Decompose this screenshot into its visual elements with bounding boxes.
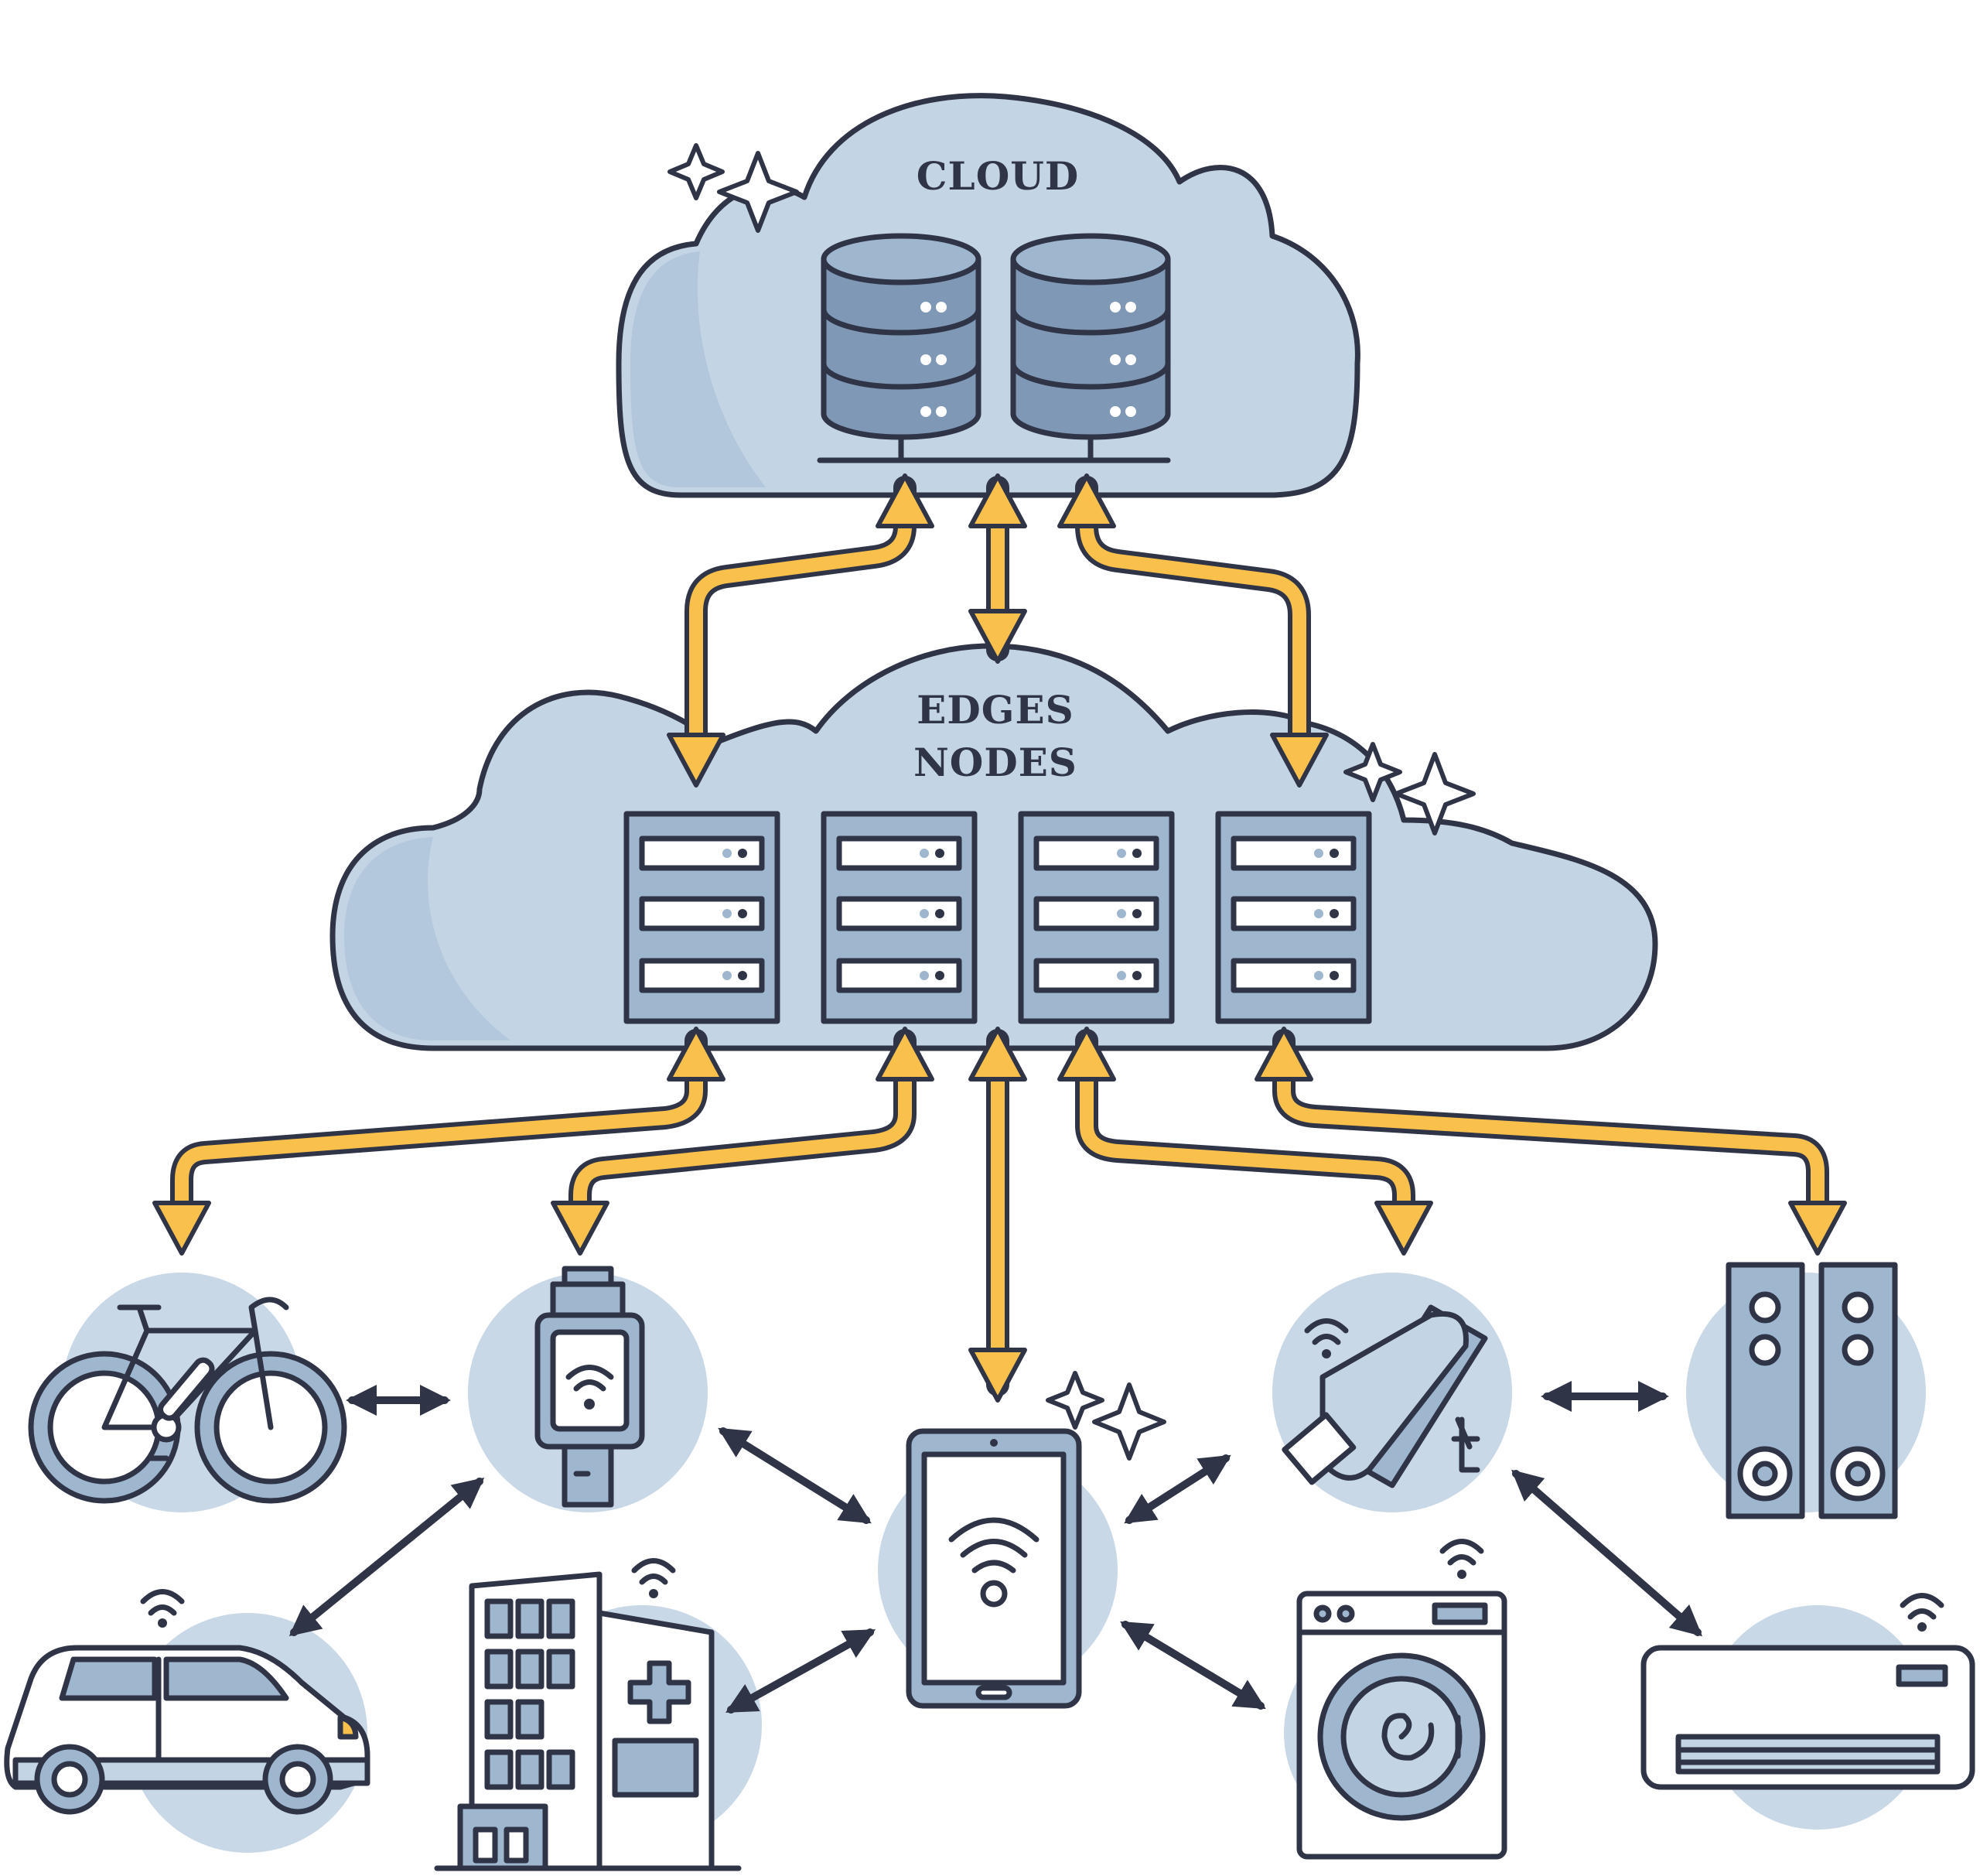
network-bus xyxy=(817,434,1171,463)
server-rack-icon xyxy=(623,811,780,1024)
server-rack-icon xyxy=(1018,811,1175,1024)
cloud: CLOUD xyxy=(616,93,1360,498)
cloud-edge-links xyxy=(170,476,1829,1396)
tablet-icon xyxy=(906,1428,1082,1709)
air-conditioner-icon xyxy=(1640,1593,1975,1790)
server-rack-icon xyxy=(821,811,978,1024)
car-icon xyxy=(4,1589,370,1815)
security-camera-icon xyxy=(1282,1304,1488,1488)
server-rack-icon xyxy=(1215,811,1372,1024)
sparkle-icon xyxy=(1046,1371,1166,1461)
hospital-icon xyxy=(434,1558,742,1871)
edges-label-line2: NODES xyxy=(913,740,1077,785)
cloud-shape xyxy=(616,93,1360,498)
sparkle-icon xyxy=(1343,742,1476,835)
speakers-icon xyxy=(1726,1262,1898,1519)
device-links xyxy=(288,1381,1703,1714)
sparkle-icon xyxy=(667,143,799,233)
cloud-label: CLOUD xyxy=(917,153,1079,199)
washing-machine-icon xyxy=(1296,1539,1507,1860)
edge-nodes-cloud: EDGES NODES xyxy=(329,643,1658,1051)
smartwatch-icon xyxy=(534,1266,645,1508)
bicycle-icon xyxy=(28,1297,347,1504)
edges-label-line1: EDGES xyxy=(917,687,1074,733)
database-icon xyxy=(821,233,981,440)
arrowheads xyxy=(152,473,1847,1403)
database-icon xyxy=(1010,233,1171,440)
